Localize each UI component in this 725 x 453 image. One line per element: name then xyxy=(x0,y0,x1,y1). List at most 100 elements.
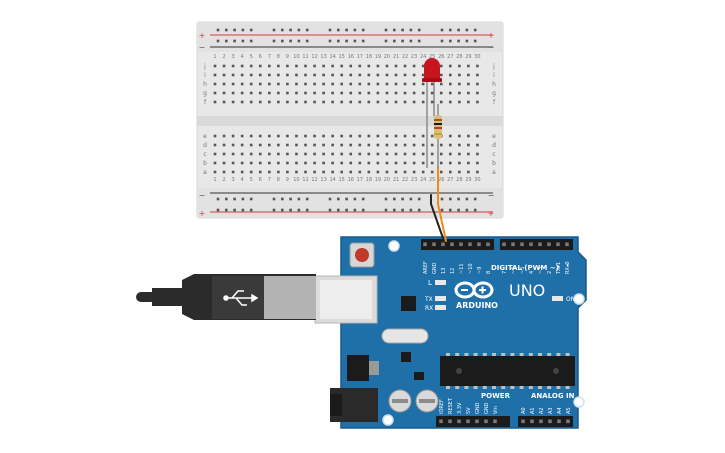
breadboard-hole[interactable] xyxy=(439,91,443,95)
breadboard-hole[interactable] xyxy=(412,161,416,165)
breadboard-hole[interactable] xyxy=(295,152,298,156)
header-pin[interactable] xyxy=(459,242,463,247)
breadboard-hole[interactable] xyxy=(358,73,362,77)
breadboard-hole[interactable] xyxy=(222,143,226,147)
breadboard-hole[interactable] xyxy=(322,134,325,138)
breadboard-hole[interactable] xyxy=(213,82,217,86)
rail-hole[interactable] xyxy=(353,197,357,201)
breadboard-hole[interactable] xyxy=(458,161,461,165)
breadboard-hole[interactable] xyxy=(295,64,298,68)
breadboard-hole[interactable] xyxy=(268,152,271,156)
breadboard-hole[interactable] xyxy=(286,82,289,86)
breadboard-hole[interactable] xyxy=(313,64,316,68)
breadboard-hole[interactable] xyxy=(240,73,244,77)
rail-hole[interactable] xyxy=(440,39,444,43)
breadboard-hole[interactable] xyxy=(467,170,470,174)
header-pin[interactable] xyxy=(432,242,436,247)
breadboard-hole[interactable] xyxy=(249,73,253,77)
breadboard-hole[interactable] xyxy=(449,143,452,147)
breadboard-hole[interactable] xyxy=(313,100,316,104)
header-pin[interactable] xyxy=(475,419,479,424)
breadboard-hole[interactable] xyxy=(322,73,325,77)
breadboard-hole[interactable] xyxy=(240,161,244,165)
rail-hole[interactable] xyxy=(465,39,469,43)
breadboard-hole[interactable] xyxy=(268,134,271,138)
rail-hole[interactable] xyxy=(281,197,284,201)
rail-hole[interactable] xyxy=(345,28,348,32)
breadboard-hole[interactable] xyxy=(322,143,325,147)
breadboard-hole[interactable] xyxy=(421,91,425,95)
breadboard-hole[interactable] xyxy=(439,170,443,174)
breadboard-hole[interactable] xyxy=(258,64,262,68)
breadboard-hole[interactable] xyxy=(376,134,380,138)
breadboard-hole[interactable] xyxy=(340,143,343,147)
breadboard-hole[interactable] xyxy=(213,134,217,138)
rail-hole[interactable] xyxy=(457,197,460,201)
breadboard-hole[interactable] xyxy=(394,100,398,104)
breadboard-hole[interactable] xyxy=(358,152,362,156)
breadboard-hole[interactable] xyxy=(439,82,443,86)
breadboard-hole[interactable] xyxy=(467,143,470,147)
rail-hole[interactable] xyxy=(289,39,292,43)
breadboard-hole[interactable] xyxy=(476,73,479,77)
breadboard-hole[interactable] xyxy=(403,82,407,86)
breadboard-hole[interactable] xyxy=(349,170,353,174)
breadboard-hole[interactable] xyxy=(340,73,343,77)
breadboard-hole[interactable] xyxy=(430,134,434,138)
breadboard-hole[interactable] xyxy=(331,73,334,77)
header-pins[interactable] xyxy=(423,242,570,424)
breadboard-hole[interactable] xyxy=(295,73,298,77)
rail-hole[interactable] xyxy=(216,197,220,201)
breadboard-hole[interactable] xyxy=(231,73,235,77)
header-pin[interactable] xyxy=(423,242,427,247)
rail-hole[interactable] xyxy=(297,208,301,212)
breadboard-hole[interactable] xyxy=(331,91,334,95)
rail-hole[interactable] xyxy=(384,28,388,32)
breadboard-hole[interactable] xyxy=(349,152,353,156)
rail-hole[interactable] xyxy=(305,208,309,212)
breadboard-hole[interactable] xyxy=(249,170,253,174)
rail-hole[interactable] xyxy=(328,28,332,32)
breadboard-hole[interactable] xyxy=(304,152,307,156)
breadboard-hole[interactable] xyxy=(385,73,389,77)
rail-hole[interactable] xyxy=(457,28,460,32)
header-pin[interactable] xyxy=(466,419,470,424)
rail-hole[interactable] xyxy=(305,39,309,43)
rail-hole[interactable] xyxy=(401,28,404,32)
rail-hole[interactable] xyxy=(225,39,228,43)
header-pin[interactable] xyxy=(484,419,488,424)
breadboard-hole[interactable] xyxy=(430,82,434,86)
breadboard-hole[interactable] xyxy=(240,100,244,104)
breadboard-hole[interactable] xyxy=(295,134,298,138)
rail-hole[interactable] xyxy=(225,208,228,212)
breadboard-hole[interactable] xyxy=(439,73,443,77)
breadboard-hole[interactable] xyxy=(277,82,280,86)
breadboard-hole[interactable] xyxy=(277,134,280,138)
breadboard-hole[interactable] xyxy=(222,152,226,156)
rail-hole[interactable] xyxy=(328,39,332,43)
header-pin[interactable] xyxy=(439,419,443,424)
rail-hole[interactable] xyxy=(337,28,340,32)
breadboard-hole[interactable] xyxy=(449,152,452,156)
breadboard-hole[interactable] xyxy=(322,82,325,86)
rail-hole[interactable] xyxy=(249,197,253,201)
breadboard-hole[interactable] xyxy=(439,161,443,165)
breadboard-hole[interactable] xyxy=(476,100,479,104)
rail-hole[interactable] xyxy=(417,197,421,201)
rail-hole[interactable] xyxy=(457,39,460,43)
breadboard-hole[interactable] xyxy=(412,100,416,104)
breadboard-hole[interactable] xyxy=(340,152,343,156)
breadboard-hole[interactable] xyxy=(467,73,470,77)
breadboard-hole[interactable] xyxy=(258,73,262,77)
breadboard-hole[interactable] xyxy=(421,73,425,77)
header-pin[interactable] xyxy=(486,242,490,247)
breadboard-hole[interactable] xyxy=(394,170,398,174)
breadboard-hole[interactable] xyxy=(258,134,262,138)
breadboard-hole[interactable] xyxy=(458,170,461,174)
breadboard-hole[interactable] xyxy=(458,82,461,86)
breadboard-hole[interactable] xyxy=(476,143,479,147)
breadboard-hole[interactable] xyxy=(458,143,461,147)
breadboard-hole[interactable] xyxy=(476,82,479,86)
breadboard-hole[interactable] xyxy=(322,91,325,95)
